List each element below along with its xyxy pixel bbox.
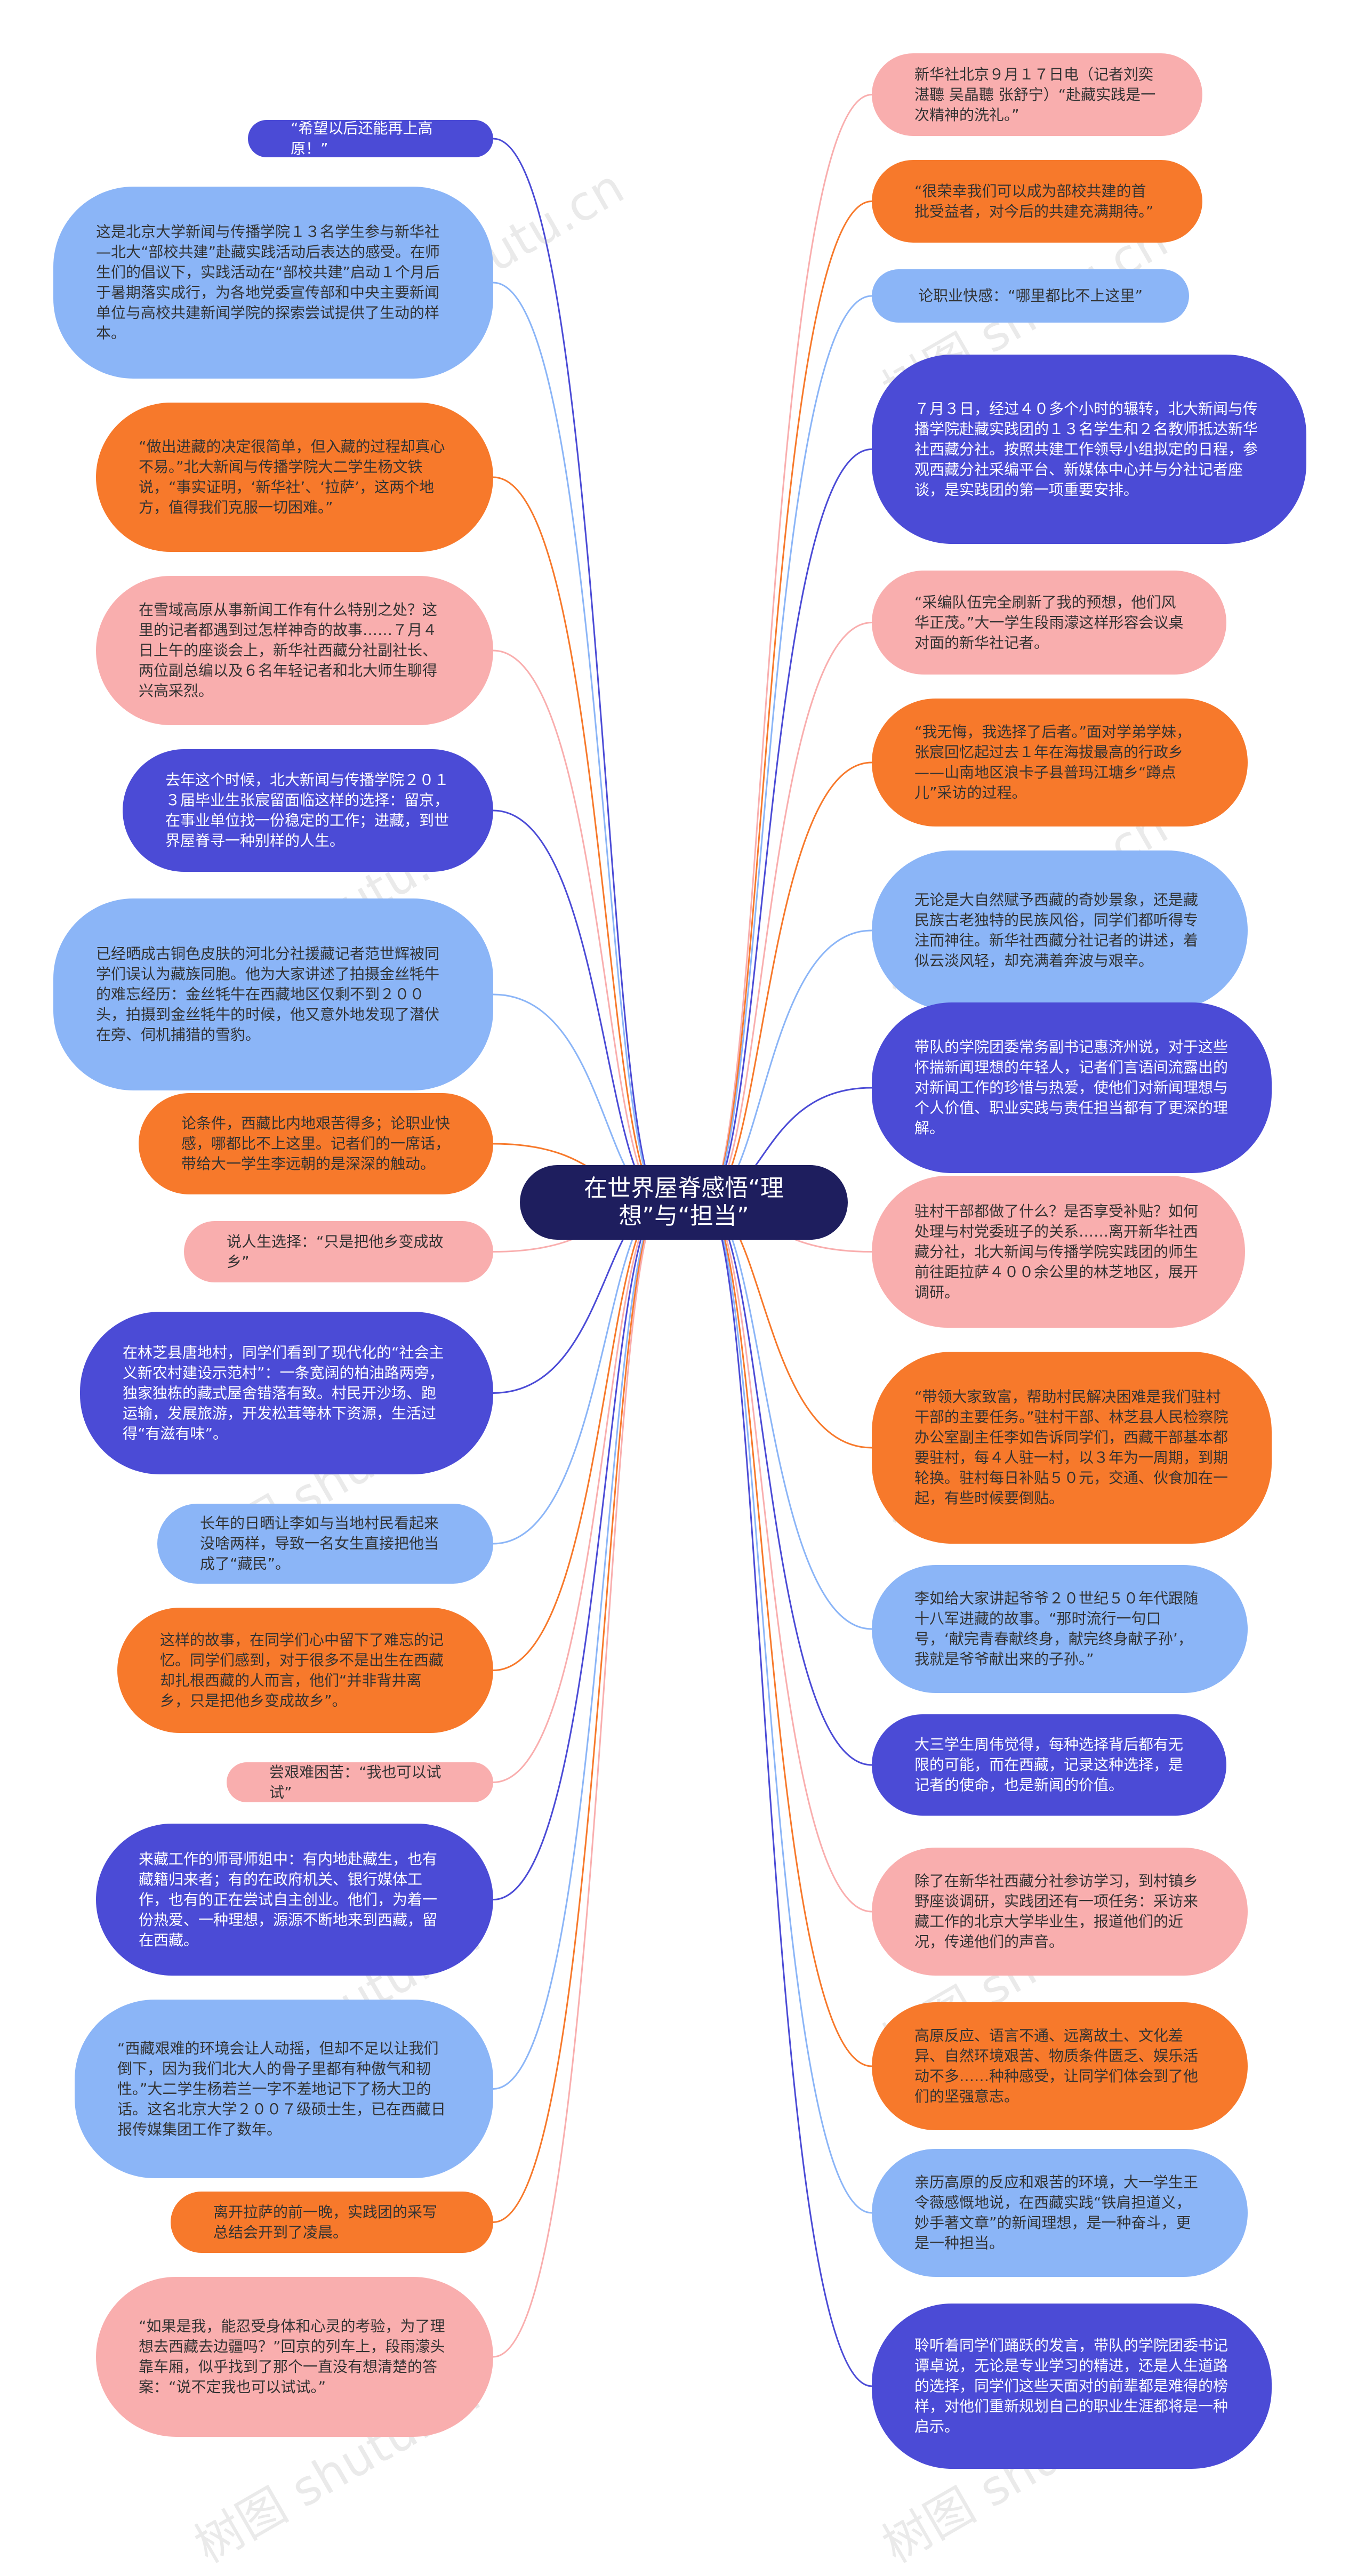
right-topic-text: 带队的学院团委常务副书记惠济州说，对于这些怀揣新闻理想的年轻人，记者们言语间流露… [914, 1038, 1228, 1137]
right-topic-text: 大三学生周伟觉得，每种选择背后都有无限的可能，而在西藏，记录这种选择，是记者的使… [914, 1736, 1184, 1794]
left-topic-node[interactable]: 来藏工作的师哥师姐中：有内地赴藏生，也有藏籍归来者；有的在政府机关、银行媒体工作… [96, 1824, 493, 1976]
left-connector-12 [493, 1201, 663, 1900]
left-topic-node[interactable]: 已经晒成古铜色皮肤的河北分社援藏记者范世辉被同学们误认为藏族同胞。他为大家讲述了… [53, 898, 493, 1090]
right-topic-node[interactable]: 论职业快感：“哪里都比不上这里” [872, 269, 1189, 323]
left-topic-node[interactable]: “如果是我，能忍受身体和心灵的考验，为了理想去西藏去边疆吗？”回京的列车上，段雨… [96, 2277, 493, 2437]
right-topic-text: “采编队伍完全刷新了我的预想，他们风华正茂。”大一学生段雨濛这样形容会议桌对面的… [914, 593, 1184, 652]
left-topic-node[interactable]: 在雪域高原从事新闻工作有什么特别之处？这里的记者都遇到过怎样神奇的故事……７月４… [96, 576, 493, 725]
left-topic-text: 这样的故事，在同学们心中留下了难忘的记忆。同学们感到，对于很多不是出生在西藏却扎… [160, 1631, 444, 1710]
right-topic-node[interactable]: 带队的学院团委常务副书记惠济州说，对于这些怀揣新闻理想的年轻人，记者们言语间流露… [872, 1002, 1272, 1173]
right-topic-node[interactable]: 除了在新华社西藏分社参访学习，到村镇乡野座谈调研，实践团还有一项任务：采访来藏工… [872, 1848, 1248, 1976]
left-topic-node[interactable]: 论条件，西藏比内地艰苦得多；论职业快感，哪都比不上这里。记者们的一席话，带给大一… [139, 1093, 493, 1194]
right-topic-text: “带领大家致富，帮助村民解决困难是我们驻村干部的主要任务。”驻村干部、林芝县人民… [914, 1388, 1228, 1507]
left-topic-node[interactable]: “希望以后还能再上高原！” [248, 119, 493, 157]
left-connector-13 [493, 1201, 663, 2090]
left-connector-0 [493, 138, 663, 1203]
right-topic-text: 聆听着同学们踊跃的发言，带队的学院团委书记谭卓说，无论是专业学习的精进，还是人生… [914, 2337, 1228, 2435]
right-connector-3 [705, 448, 872, 1203]
left-connector-3 [493, 649, 663, 1203]
left-connector-4 [493, 809, 663, 1203]
right-connector-5 [705, 761, 872, 1203]
right-topic-text: 亲历高原的反应和艰苦的环境，大一学生王令薇感慨地说，在西藏实践“铁肩担道义，妙手… [914, 2173, 1199, 2252]
right-connector-14 [705, 1201, 872, 2214]
left-topic-text: 在雪域高原从事新闻工作有什么特别之处？这里的记者都遇到过怎样神奇的故事……７月４… [139, 601, 438, 700]
left-topic-node[interactable]: 尝艰难困苦：“我也可以试试” [227, 1762, 493, 1802]
right-topic-node[interactable]: “我无悔，我选择了后者。”面对学弟学妹，张宸回忆起过去１年在海拔最高的行政乡——… [872, 699, 1248, 826]
left-topic-node[interactable]: 说人生选择：“只是把他乡变成故乡” [184, 1221, 493, 1282]
right-connector-1 [705, 200, 872, 1203]
right-connector-10 [705, 1201, 872, 1630]
right-topic-text: “我无悔，我选择了后者。”面对学弟学妹，张宸回忆起过去１年在海拔最高的行政乡——… [914, 723, 1192, 801]
left-topic-text: 尝艰难困苦：“我也可以试试” [269, 1763, 441, 1801]
right-topic-text: 论职业快感：“哪里都比不上这里” [918, 287, 1143, 304]
left-connector-1 [493, 282, 663, 1203]
left-topic-node[interactable]: 这是北京大学新闻与传播学院１３名学生参与新华社—北大“部校共建”赴藏实践活动后表… [53, 187, 493, 379]
central-topic[interactable]: 在世界屋脊感悟“理想”与“担当” [520, 1165, 848, 1240]
left-topic-text: 已经晒成古铜色皮肤的河北分社援藏记者范世辉被同学们误认为藏族同胞。他为大家讲述了… [96, 945, 440, 1044]
right-connector-15 [705, 1201, 872, 2387]
left-topic-text: 去年这个时候，北大新闻与传播学院２０１３届毕业生张宸留面临这样的选择：留京，在事… [165, 771, 449, 849]
left-connector-11 [493, 1201, 663, 1783]
left-topic-text: 来藏工作的师哥师姐中：有内地赴藏生，也有藏籍归来者；有的在政府机关、银行媒体工作… [139, 1850, 438, 1949]
right-topic-node[interactable]: 高原反应、语言不通、远离故土、文化差异、自然环境艰苦、物质条件匮乏、娱乐活动不多… [872, 2002, 1248, 2130]
left-topic-node[interactable]: “做出进藏的决定很简单，但入藏的过程却真心不易。”北大新闻与传播学院大二学生杨文… [96, 403, 493, 552]
right-topic-node[interactable]: 亲历高原的反应和艰苦的环境，大一学生王令薇感慨地说，在西藏实践“铁肩担道义，妙手… [872, 2149, 1248, 2277]
left-topic-text: 这是北京大学新闻与传播学院１３名学生参与新华社—北大“部校共建”赴藏实践活动后表… [96, 223, 440, 342]
left-connector-2 [493, 476, 663, 1203]
left-topic-text: 论条件，西藏比内地艰苦得多；论职业快感，哪都比不上这里。记者们的一席话，带给大一… [181, 1114, 451, 1173]
right-topic-text: 无论是大自然赋予西藏的奇妙景象，还是藏民族古老独特的民族风俗，同学们都听得专注而… [914, 891, 1199, 969]
left-topic-node[interactable]: “西藏艰难的环境会让人动摇，但却不足以让我们倒下，因为我们北大人的骨子里都有种傲… [75, 2000, 493, 2178]
right-connector-4 [705, 622, 872, 1203]
right-topic-text: 新华社北京９月１７日电（记者刘奕湛聽 吴晶聽 张舒宁）“赴藏实践是一次精神的洗礼… [914, 65, 1156, 124]
left-topic-text: “做出进藏的决定很简单，但入藏的过程却真心不易。”北大新闻与传播学院大二学生杨文… [139, 438, 445, 516]
left-topic-node[interactable]: 离开拉萨的前一晚，实践团的采写总结会开到了凌晨。 [171, 2192, 493, 2253]
left-topic-text: 在林芝县唐地村，同学们看到了现代化的“社会主义新农村建设示范村”：一条宽阔的柏油… [123, 1343, 444, 1442]
right-topic-node[interactable]: 李如给大家讲起爷爷２０世纪５０年代跟随十八军进藏的故事。“那时流行一句口号，‘献… [872, 1565, 1248, 1693]
right-topic-node[interactable]: ７月３日，经过４０多个小时的辗转，北大新闻与传播学院赴藏实践团的１３名学生和２名… [872, 355, 1306, 544]
right-topic-node[interactable]: 新华社北京９月１７日电（记者刘奕湛聽 吴晶聽 张舒宁）“赴藏实践是一次精神的洗礼… [872, 53, 1202, 136]
left-topic-node[interactable]: 在林芝县唐地村，同学们看到了现代化的“社会主义新农村建设示范村”：一条宽阔的柏油… [80, 1312, 493, 1474]
left-topic-node[interactable]: 长年的日晒让李如与当地村民看起来没啥两样，导致一名女生直接把他当成了“藏民”。 [157, 1504, 493, 1584]
right-topic-node[interactable]: “采编队伍完全刷新了我的预想，他们风华正茂。”大一学生段雨濛这样形容会议桌对面的… [872, 571, 1226, 675]
left-topic-text: “西藏艰难的环境会让人动摇，但却不足以让我们倒下，因为我们北大人的骨子里都有种傲… [117, 2039, 446, 2138]
left-topic-text: 说人生选择：“只是把他乡变成故乡” [227, 1232, 444, 1271]
right-topic-node[interactable]: 大三学生周伟觉得，每种选择背后都有无限的可能，而在西藏，记录这种选择，是记者的使… [872, 1714, 1226, 1816]
right-topic-node[interactable]: 驻村干部都做了什么？是否享受补贴？如何处理与村党委班子的关系……离开新华社西藏分… [872, 1176, 1245, 1328]
left-topic-text: 离开拉萨的前一晚，实践团的采写总结会开到了凌晨。 [213, 2203, 438, 2241]
right-connector-0 [705, 94, 872, 1203]
left-connector-10 [493, 1201, 663, 1671]
right-connector-2 [705, 295, 872, 1203]
right-connector-13 [705, 1201, 872, 2067]
right-connector-11 [705, 1201, 872, 1766]
left-topic-node[interactable]: 去年这个时候，北大新闻与传播学院２０１３届毕业生张宸留面临这样的选择：留京，在事… [123, 749, 493, 872]
right-topic-text: ７月３日，经过４０多个小时的辗转，北大新闻与传播学院赴藏实践团的１３名学生和２名… [914, 399, 1258, 499]
right-topic-text: 驻村干部都做了什么？是否享受补贴？如何处理与村党委班子的关系……离开新华社西藏分… [914, 1202, 1199, 1301]
right-connector-12 [705, 1201, 872, 1913]
right-topic-node[interactable]: 聆听着同学们踊跃的发言，带队的学院团委书记谭卓说，无论是专业学习的精进，还是人生… [872, 2304, 1272, 2469]
right-connector-6 [705, 929, 872, 1203]
left-connector-15 [493, 1201, 663, 2358]
right-topic-text: “很荣幸我们可以成为部校共建的首批受益者，对今后的共建充满期待。” [914, 182, 1154, 220]
right-topic-text: 李如给大家讲起爷爷２０世纪５０年代跟随十八军进藏的故事。“那时流行一句口号，‘献… [914, 1590, 1199, 1668]
right-topic-node[interactable]: “带领大家致富，帮助村民解决困难是我们驻村干部的主要任务。”驻村干部、林芝县人民… [872, 1352, 1272, 1544]
right-topic-node[interactable]: “很荣幸我们可以成为部校共建的首批受益者，对今后的共建充满期待。” [872, 160, 1202, 243]
left-connector-14 [493, 1201, 663, 2223]
central-topic-label: 在世界屋脊感悟“理想”与“担当” [584, 1175, 784, 1230]
right-topic-text: 除了在新华社西藏分社参访学习，到村镇乡野座谈调研，实践团还有一项任务：采访来藏工… [914, 1872, 1199, 1951]
left-topic-text: “希望以后还能再上高原！” [291, 119, 433, 157]
left-topic-node[interactable]: 这样的故事，在同学们心中留下了难忘的记忆。同学们感到，对于很多不是出生在西藏却扎… [117, 1608, 493, 1733]
left-topic-text: 长年的日晒让李如与当地村民看起来没啥两样，导致一名女生直接把他当成了“藏民”。 [200, 1514, 439, 1572]
left-topic-text: “如果是我，能忍受身体和心灵的考验，为了理想去西藏去边疆吗？”回京的列车上，段雨… [139, 2317, 445, 2396]
right-topic-text: 高原反应、语言不通、远离故土、文化差异、自然环境艰苦、物质条件匮乏、娱乐活动不多… [914, 2027, 1199, 2105]
left-connector-9 [493, 1201, 663, 1545]
right-topic-node[interactable]: 无论是大自然赋予西藏的奇妙景象，还是藏民族古老独特的民族风俗，同学们都听得专注而… [872, 850, 1248, 1010]
